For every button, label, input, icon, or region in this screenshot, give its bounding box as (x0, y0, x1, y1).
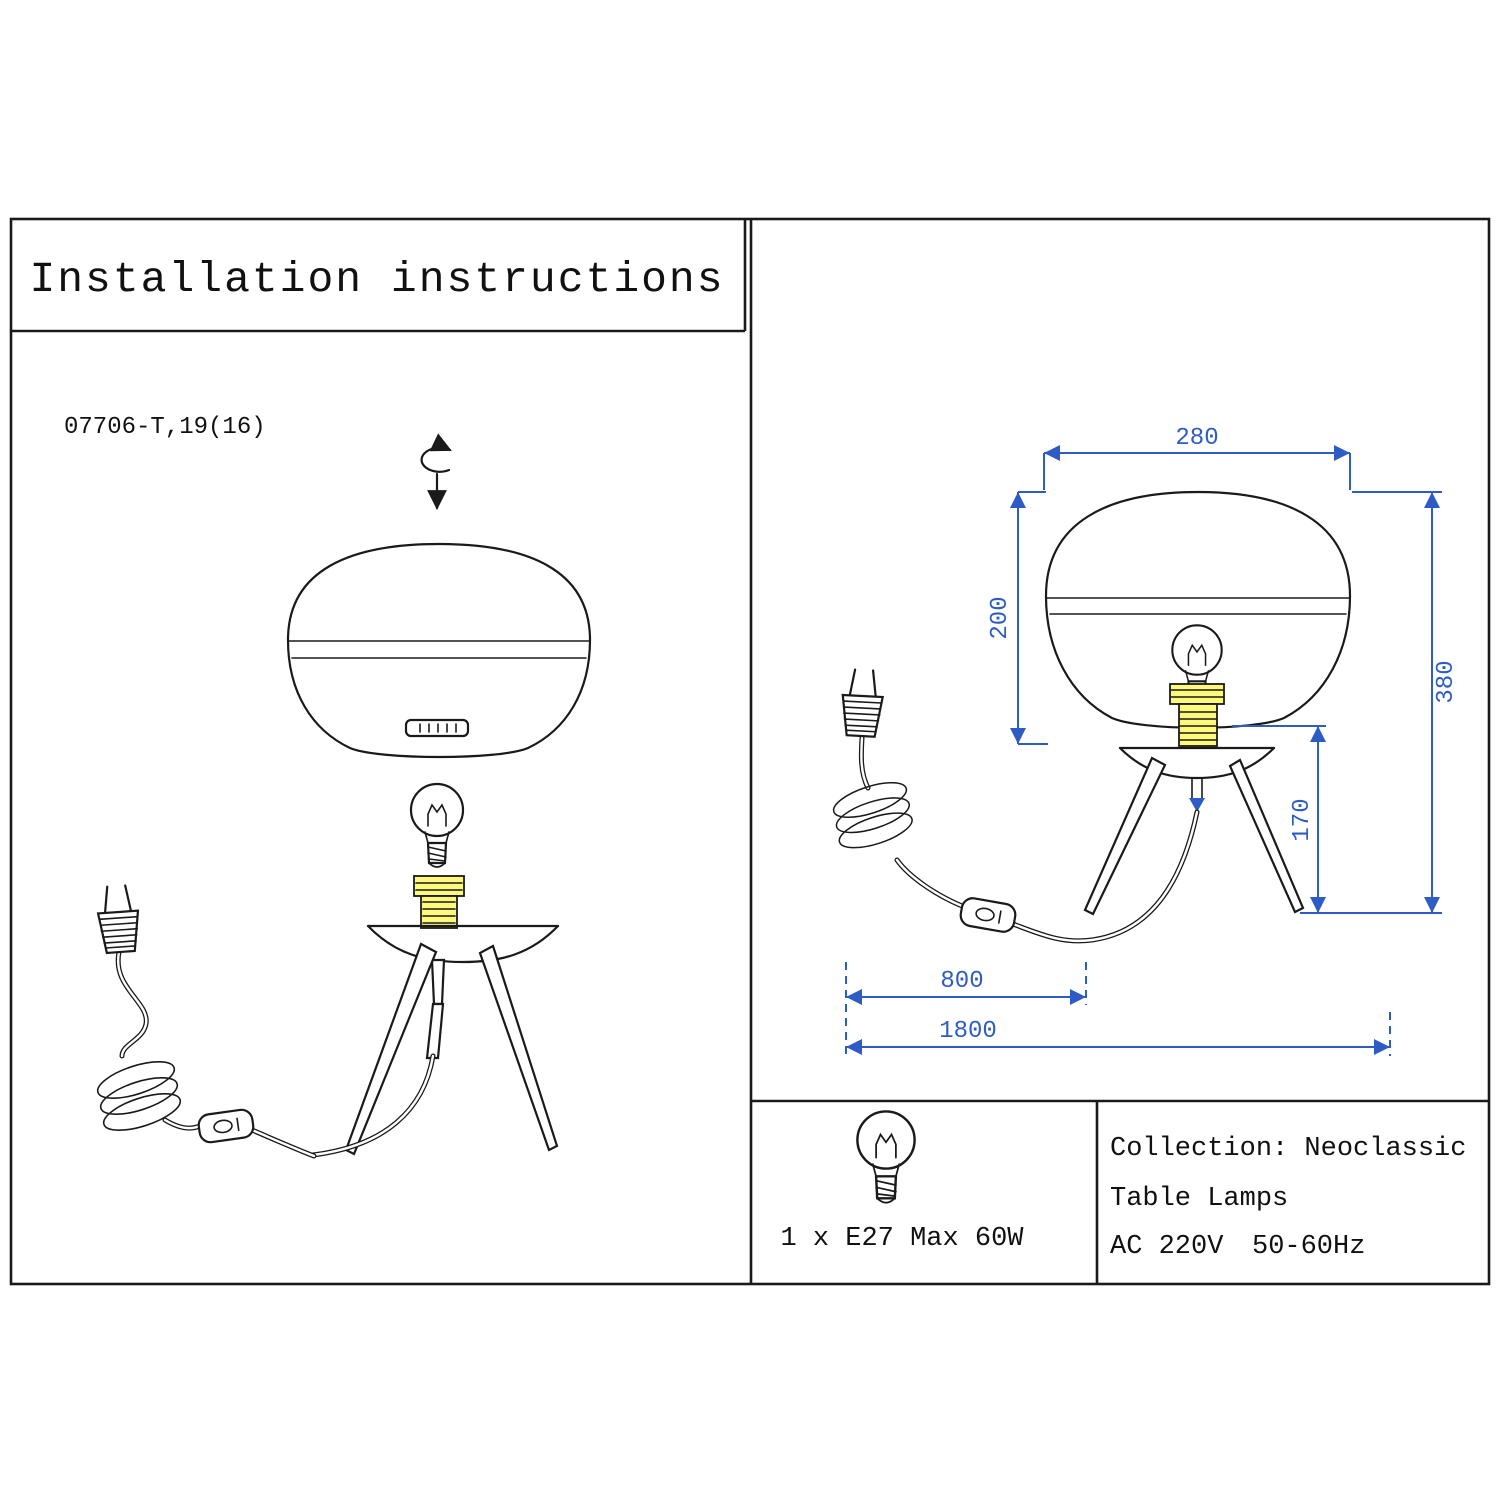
page-title: Installation instructions (29, 255, 724, 304)
dim-label-base-height: 170 (1289, 798, 1316, 841)
inline-switch (957, 895, 1019, 935)
dim-label-shade-height: 200 (987, 596, 1014, 639)
spec-voltage: AC 220V (1110, 1232, 1224, 1262)
power-plug-icon (95, 883, 142, 955)
spec-category: Table Lamps (1110, 1184, 1288, 1214)
dim-label-cord-total: 1800 (939, 1018, 997, 1045)
dimension-diagram: 280 200 380 170 800 1800 (828, 425, 1460, 1058)
dimension-lines (845, 445, 1442, 1058)
dim-label-total-height: 380 (1433, 660, 1460, 703)
spec-panel: 1 x E27 Max 60W Collection: Neoclassic T… (780, 1110, 1466, 1262)
dim-label-shade-width: 280 (1175, 425, 1218, 452)
assembled-lamp (1044, 490, 1352, 916)
power-plug-icon (839, 667, 886, 739)
model-number: 07706-T,19(16) (64, 414, 266, 441)
spec-collection: Collection: Neoclassic (1110, 1134, 1466, 1164)
spec-frequency: 50-60Hz (1252, 1232, 1365, 1262)
bulb-icon (409, 782, 465, 869)
lamp-shade (286, 542, 592, 759)
lamp-socket (1169, 683, 1225, 747)
coiled-cord (828, 774, 917, 856)
spec-bulb-icon (856, 1110, 916, 1204)
tripod-base (344, 924, 560, 1156)
exploded-view-diagram (92, 433, 592, 1159)
power-cord (92, 883, 436, 1159)
power-cord (828, 667, 1200, 944)
inline-switch (196, 1107, 256, 1145)
lamp-socket (413, 875, 465, 929)
dim-label-cord-to-switch: 800 (940, 968, 983, 995)
spec-bulb-text: 1 x E27 Max 60W (780, 1224, 1024, 1254)
tripod-base (1083, 746, 1305, 916)
rotate-arrow-icon (420, 433, 452, 510)
panel-borders (9, 217, 1491, 1286)
